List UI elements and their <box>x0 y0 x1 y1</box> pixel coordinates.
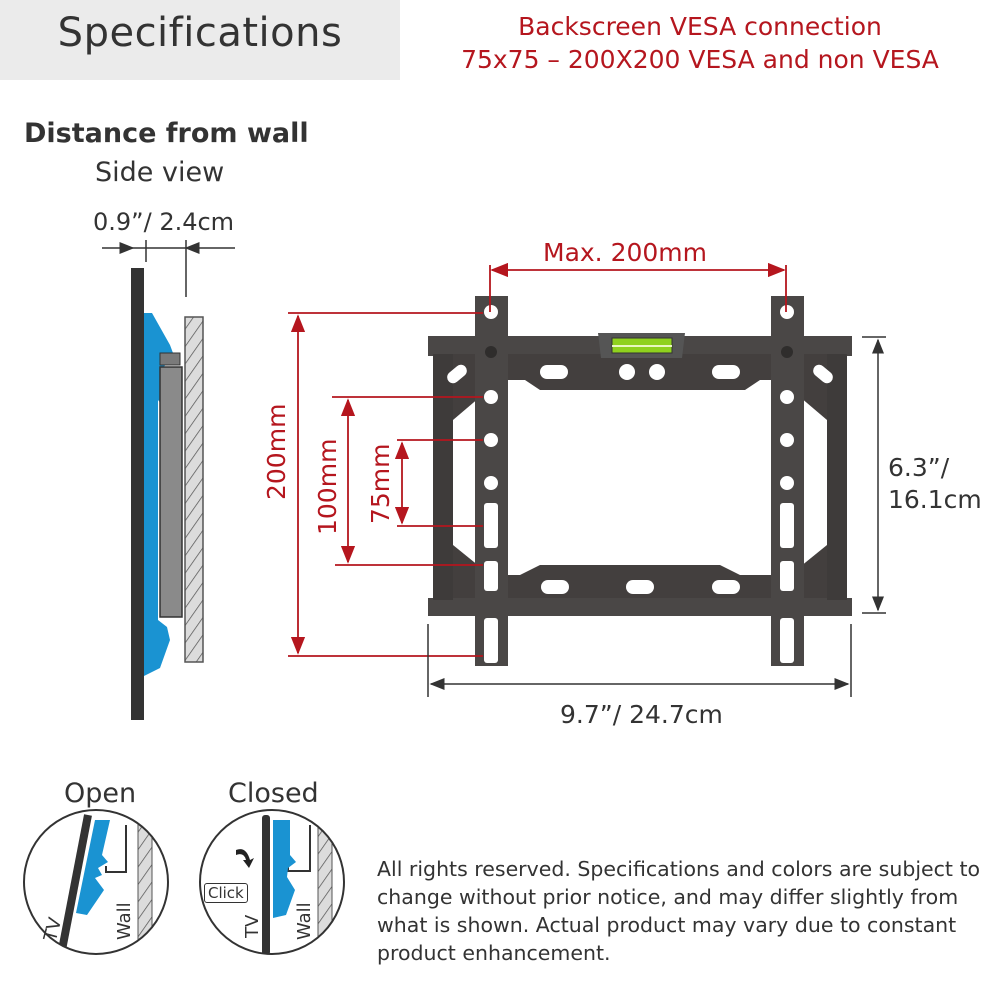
title-banner <box>0 0 400 80</box>
side-view-subheading: Side view <box>95 157 225 188</box>
bracket-height-label: 6.3”/ 16.1cm <box>888 452 982 516</box>
closed-wall-label: Wall <box>294 902 315 940</box>
vesa-100mm-label: 100mm <box>313 438 342 535</box>
closed-detail-drawing <box>199 809 345 955</box>
bracket-dimension-lines <box>427 336 886 697</box>
closed-label: Closed <box>228 778 319 809</box>
bracket-height-line2: 16.1cm <box>888 485 982 514</box>
click-badge: Click <box>204 883 248 903</box>
max-width-label: Max. 200mm <box>543 238 708 267</box>
gap-dimension-label: 0.9”/ 2.4cm <box>93 208 235 236</box>
disclaimer-text: All rights reserved. Specifications and … <box>377 857 981 965</box>
closed-tv-label: TV <box>242 914 263 938</box>
side-view-drawing <box>102 240 235 720</box>
bracket-height-line1: 6.3”/ <box>888 453 950 482</box>
bracket-front-view <box>428 296 852 666</box>
vesa-note-line2: 75x75 – 200X200 VESA and non VESA <box>461 45 939 74</box>
distance-heading: Distance from wall <box>24 118 309 149</box>
vesa-200mm-label: 200mm <box>262 403 291 500</box>
vesa-note-line1: Backscreen VESA connection <box>518 12 882 41</box>
page-title: Specifications <box>57 10 343 56</box>
open-label: Open <box>64 778 137 809</box>
bracket-width-label: 9.7”/ 24.7cm <box>560 700 723 729</box>
vesa-dimension-lines <box>288 262 787 657</box>
open-wall-label: Wall <box>114 902 135 940</box>
vesa-note: Backscreen VESA connection 75x75 – 200X2… <box>430 10 970 76</box>
vesa-75mm-label: 75mm <box>366 443 395 524</box>
open-detail-drawing <box>23 809 169 955</box>
